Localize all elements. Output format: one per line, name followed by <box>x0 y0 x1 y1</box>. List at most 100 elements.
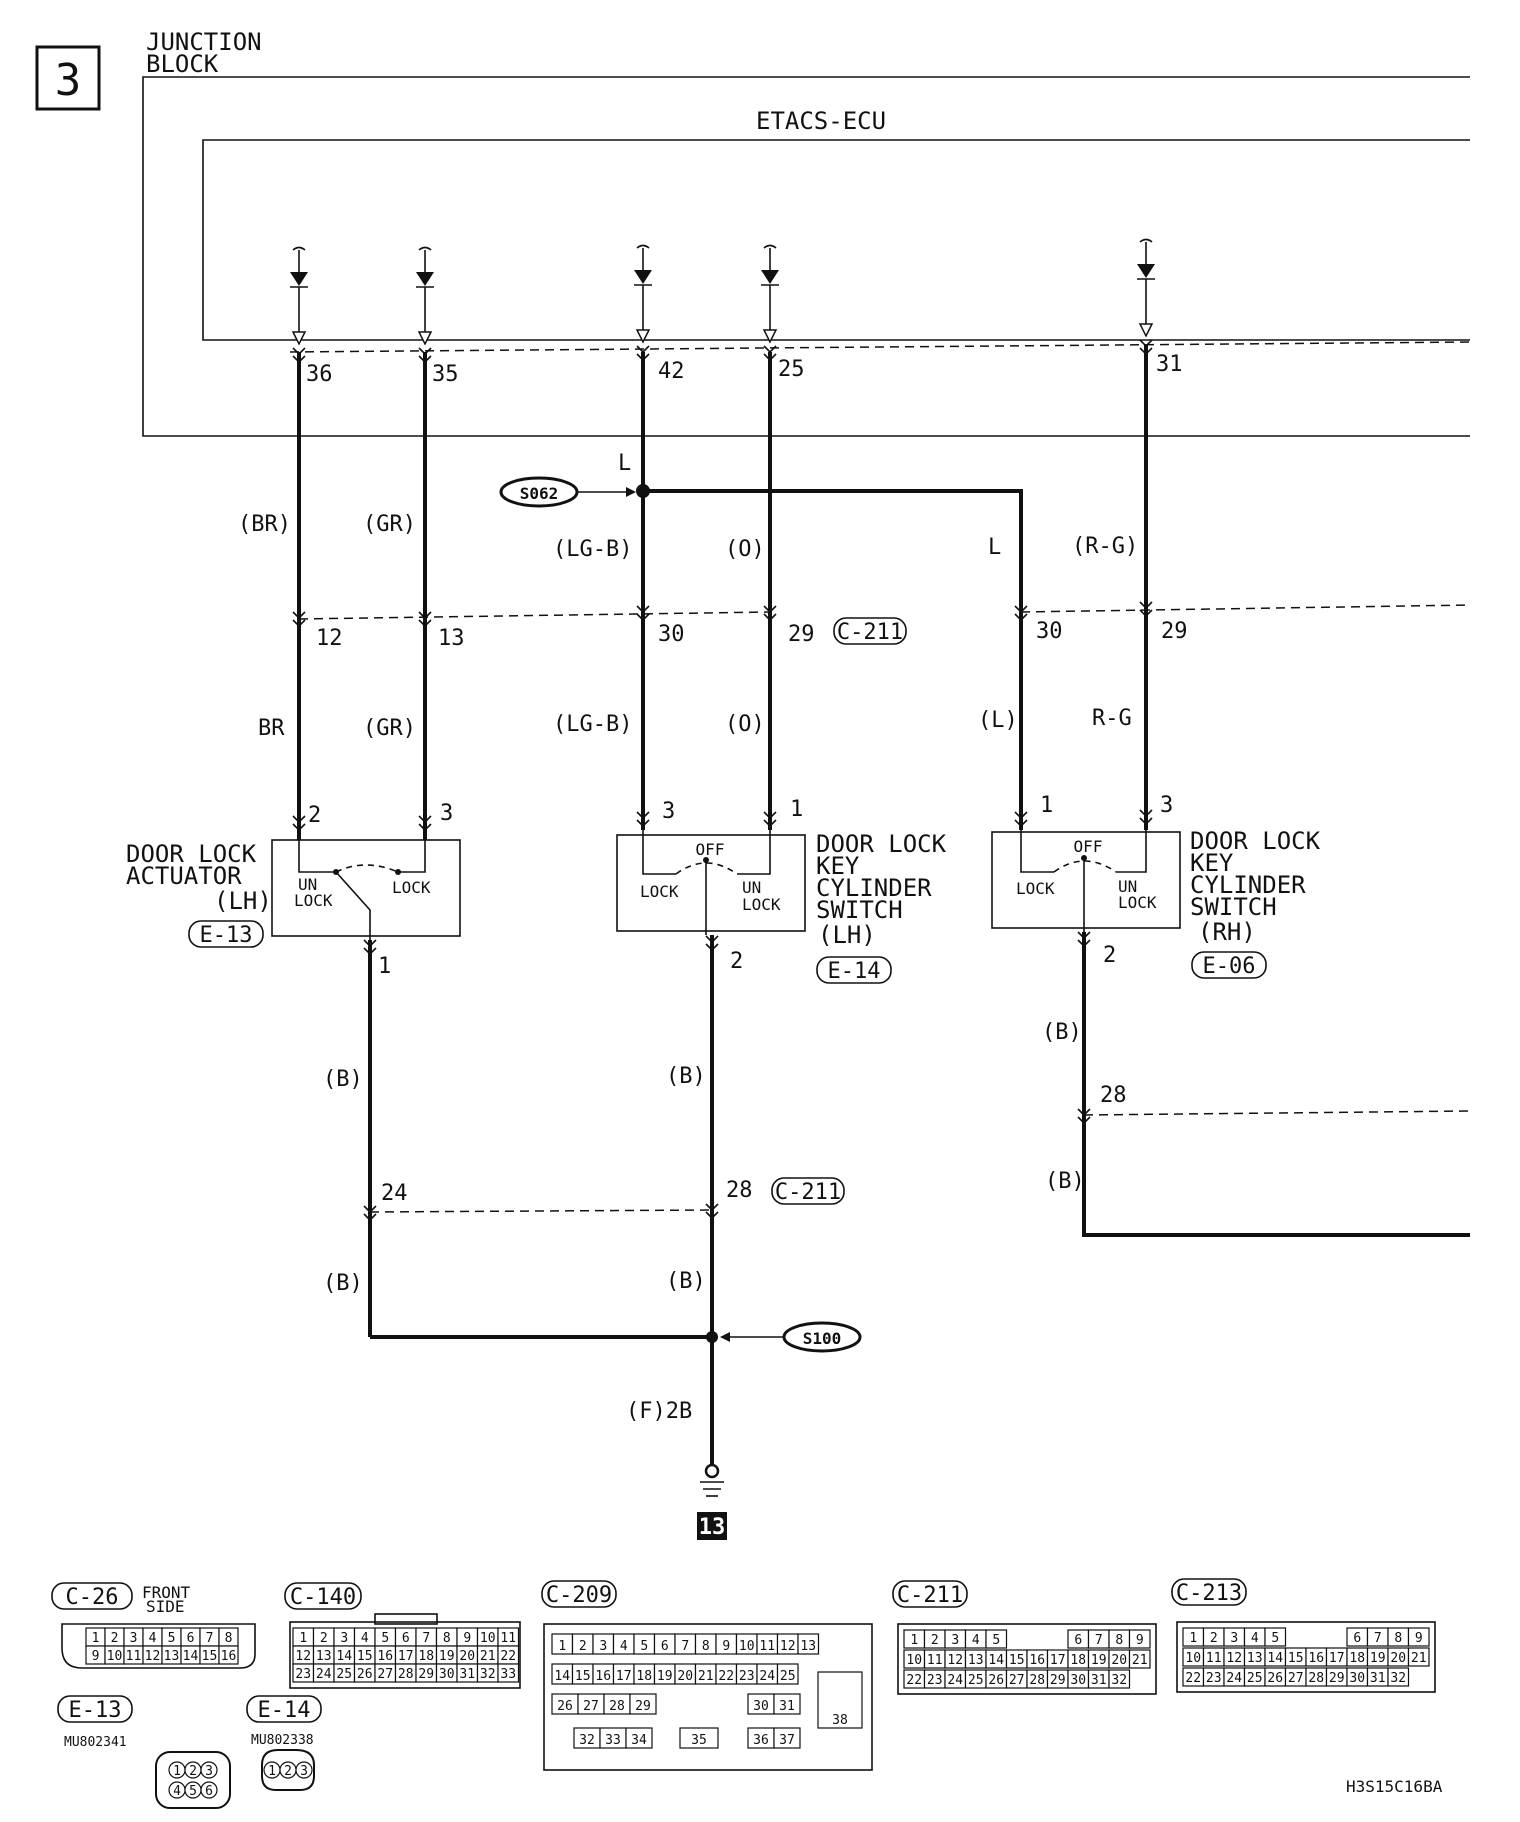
c209-r1-pin-label: 3 <box>599 1639 607 1654</box>
c211-r3-pin-label: 25 <box>968 1673 984 1688</box>
c26-pin-label: 7 <box>206 1631 214 1646</box>
wire-label-l-mid: (L) <box>978 708 1018 733</box>
c26-pin-label: 3 <box>130 1631 138 1646</box>
c213-r1b-pin-label: 9 <box>1415 1631 1423 1646</box>
c140-pin-label: 32 <box>480 1667 496 1682</box>
c26-note-1: FRONT <box>142 1583 191 1602</box>
key-switch-rh-un-lock: LOCK <box>1118 893 1157 912</box>
ecu-pin-25: 25 <box>778 357 805 382</box>
wire-label-l-top: L <box>618 451 631 476</box>
c209-r1-pin-label: 1 <box>558 1639 566 1654</box>
wire-label-b-2: (B) <box>666 1064 706 1089</box>
c211-pin-13: 13 <box>438 626 465 651</box>
wire-label-lg-b-mid: (LG-B) <box>553 712 632 737</box>
c213-r1a-cell <box>1264 1627 1287 1647</box>
pin-chevron <box>418 347 432 364</box>
c209-r4b-cell <box>679 1727 719 1749</box>
c213-r3-pin-label: 22 <box>1185 1671 1201 1686</box>
c140-latch <box>374 1613 438 1625</box>
c213-r2-pin-label: 12 <box>1226 1651 1242 1666</box>
actuator-contact-dot-left <box>333 869 339 875</box>
c213-r1a-pin-label: 5 <box>1271 1631 1279 1646</box>
key-switch-lh-pin-3: 3 <box>662 799 675 824</box>
c213-r3-pin-label: 29 <box>1329 1671 1345 1686</box>
c213-r2-pin-label: 17 <box>1329 1651 1345 1666</box>
c211-r1b-cell <box>1128 1629 1151 1649</box>
actuator-pin-1: 1 <box>378 954 391 979</box>
c213-r1b-pin-label: 7 <box>1374 1631 1382 1646</box>
c26-pin-label: 1 <box>92 1631 100 1646</box>
c213-r2-pin-label: 20 <box>1390 1651 1406 1666</box>
c140-pin-label: 12 <box>295 1649 311 1664</box>
c211-r1b-pin-label: 7 <box>1095 1633 1103 1648</box>
c211-pin-12: 12 <box>316 626 343 651</box>
c140-tag-label: C-140 <box>290 1585 356 1610</box>
etacs-ecu-outline <box>202 139 1470 341</box>
c213-r3-pin-label: 25 <box>1247 1671 1263 1686</box>
ecu-diodes <box>290 238 1155 346</box>
c209-r1-pin-label: 4 <box>620 1639 628 1654</box>
c213-r3-cell <box>1387 1667 1410 1687</box>
e14-pin <box>295 1761 313 1779</box>
c211-r2-pin-label: 11 <box>927 1653 943 1668</box>
ecu-pin-35: 35 <box>432 362 459 387</box>
e14-tag <box>816 956 892 984</box>
ground-number: 13 <box>699 1515 726 1540</box>
ecu-diode-cap <box>292 246 306 251</box>
e13-pin-label: 1 <box>173 1764 181 1779</box>
wire-label-l: L <box>988 535 1001 560</box>
wire-label-r-g-mid: R-G <box>1092 706 1132 731</box>
c209-r1-pin-label: 13 <box>800 1639 816 1654</box>
pin-chevron <box>1014 811 1028 828</box>
c140-pin-label: 13 <box>316 1649 332 1664</box>
ecu-pin-36: 36 <box>306 362 333 387</box>
wire-label-br-mid: BR <box>258 716 285 741</box>
c213-r2-pin-label: 10 <box>1185 1651 1201 1666</box>
c209-r1-cell <box>797 1633 820 1655</box>
e14-pin-label: 1 <box>268 1764 276 1779</box>
e14-pin-label: 2 <box>284 1764 292 1779</box>
e06-tag-label: E-06 <box>1203 954 1256 979</box>
c140-pin-label: 27 <box>377 1667 393 1682</box>
c211-r2-cell <box>1128 1649 1151 1669</box>
c211-lower-tag <box>771 1177 845 1205</box>
c213-r2-pin-label: 18 <box>1349 1651 1365 1666</box>
key-switch-lh-arc <box>675 862 738 875</box>
c211-lower-line <box>369 1209 713 1213</box>
c211-r1b-pin-label: 9 <box>1136 1633 1144 1648</box>
c26-note-2: SIDE <box>146 1597 185 1616</box>
e13-outline <box>155 1751 231 1809</box>
key-switch-rh-pin-3: 3 <box>1160 793 1173 818</box>
junction-block-label-1: JUNCTION <box>146 28 262 56</box>
e13-tag-label: E-13 <box>200 923 253 948</box>
c26-outline <box>61 1623 256 1669</box>
c140-tag <box>284 1582 362 1610</box>
c211-r1b-pin-label: 6 <box>1074 1633 1082 1648</box>
splice-s062-dot <box>636 484 650 498</box>
actuator-internal-left <box>298 840 336 873</box>
c211-r3-pin-label: 24 <box>947 1673 963 1688</box>
c209-r3-pin-label: 29 <box>635 1699 651 1714</box>
splice-s062-tag <box>499 476 579 508</box>
pin-chevron <box>292 815 306 832</box>
key-switch-rh-pin-1: 1 <box>1040 793 1053 818</box>
c213-r3-pin-label: 24 <box>1226 1671 1242 1686</box>
pin-chevron <box>418 611 432 628</box>
c26-pin-label: 16 <box>221 1649 237 1664</box>
c213-r2-pin-label: 19 <box>1370 1651 1386 1666</box>
actuator-contact-arc <box>335 864 399 873</box>
c209-r1-pin-label: 10 <box>739 1639 755 1654</box>
ecu-connector-line <box>289 341 1471 353</box>
e13-pin <box>200 1761 218 1779</box>
c140-pin-label: 21 <box>480 1649 496 1664</box>
pin-chevron <box>636 811 650 828</box>
c26-pin-label: 10 <box>107 1649 123 1664</box>
key-switch-rh-off: OFF <box>1074 837 1103 856</box>
actuator-contact-lock-right: LOCK <box>392 878 431 897</box>
c26-pin-label: 14 <box>183 1649 199 1664</box>
key-switch-lh-lock: LOCK <box>640 882 679 901</box>
key-switch-rh-un: UN <box>1118 877 1137 896</box>
c209-r1-pin-label: 8 <box>702 1639 710 1654</box>
pin-chevron <box>636 605 650 622</box>
c140-pin-label: 16 <box>377 1649 393 1664</box>
